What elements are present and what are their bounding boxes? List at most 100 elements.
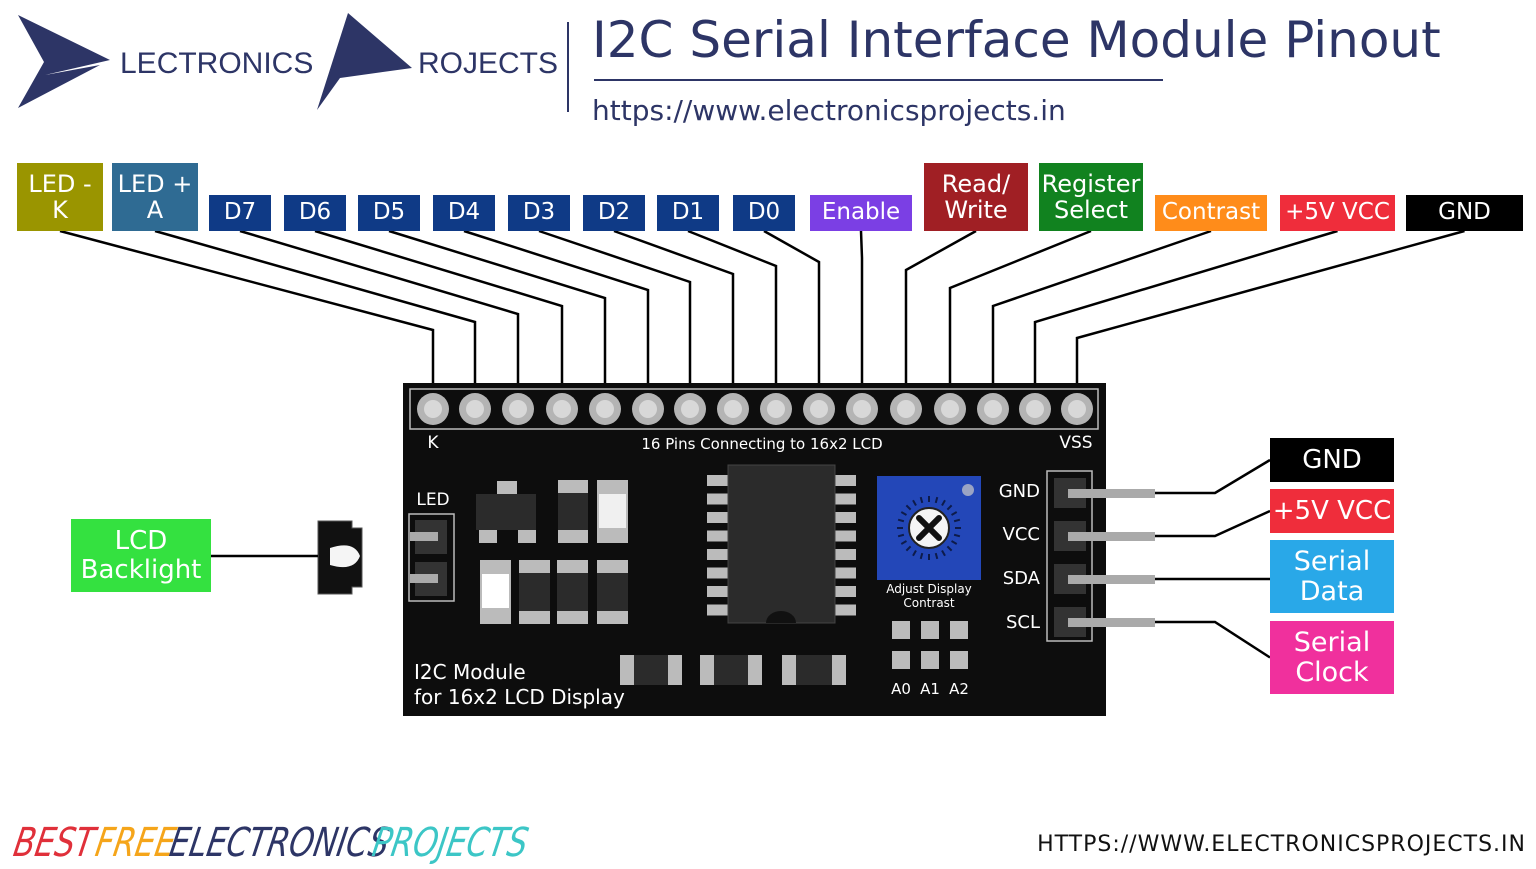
wire-15: [1075, 229, 1465, 395]
addr-label-a1: A1: [920, 680, 940, 698]
pot-tick-13: [897, 518, 905, 523]
ic-leg-left-4: [707, 549, 728, 560]
wire-2: [239, 229, 520, 395]
ic-leg-right-2: [835, 512, 856, 523]
side-label-2-line-1: Serial: [1293, 545, 1371, 577]
pin-label-6: D3: [508, 195, 570, 231]
side-label-2-line-2: Data: [1299, 575, 1365, 607]
wire-8: [687, 229, 778, 395]
wire-13: [991, 229, 1212, 395]
wire-1: [154, 229, 477, 395]
pin-label-12-line-2: Select: [1053, 196, 1129, 224]
pin-strip: [409, 388, 1099, 430]
pot-tick-1: [953, 533, 961, 538]
board-pin-hole-9: [810, 400, 828, 418]
pin-label-11-line-1: Read/: [941, 169, 1011, 198]
pin-label-2-line-1: D7: [223, 199, 257, 226]
pin-label-7-line-1: D2: [597, 199, 631, 226]
side-label-3-line-1: Serial: [1293, 626, 1371, 658]
board-pin-hole-7: [724, 400, 742, 418]
pot-tick-22: [951, 511, 958, 516]
logo-p-mark: [317, 13, 412, 110]
logo-word-electronics: LECTRONICS: [120, 47, 313, 80]
pin-label-9-line-1: D0: [747, 199, 781, 226]
wire-14: [1033, 229, 1338, 395]
pin-label-13: Contrast: [1155, 195, 1267, 231]
wire-9: [763, 229, 821, 395]
ic-leg-right-1: [835, 493, 856, 505]
wire-12: [948, 229, 1092, 395]
pot-tick-19: [934, 496, 939, 504]
pin-label-15-line-1: GND: [1438, 199, 1491, 226]
logo: LECTRONICS ROJECTS: [18, 13, 558, 110]
pot-tick-8: [912, 550, 917, 557]
footer-url: HTTPS://WWW.ELECTRONICSPROJECTS.IN: [1037, 832, 1526, 857]
header-pin-scl: SCL: [1006, 612, 1040, 633]
wire-11: [904, 229, 977, 395]
ic-leg-left-7: [707, 604, 728, 616]
pot-tick-7: [919, 552, 924, 560]
i2c-header-frame: [1046, 470, 1093, 642]
smd-components: [476, 480, 846, 685]
i2c-header: [1054, 478, 1155, 637]
logo-word-projects: ROJECTS: [418, 47, 558, 80]
page-title: I2C Serial Interface Module Pinout: [592, 11, 1441, 69]
pin-label-14-line-1: +5V VCC: [1285, 199, 1390, 226]
side-wire-0: [1155, 458, 1271, 495]
header-pin-2: [1068, 575, 1155, 584]
side-label-0-line-1: GND: [1302, 444, 1362, 475]
address-pads: [892, 621, 968, 669]
board-pin-hole-14: [1026, 400, 1044, 418]
pot-tick-2: [951, 540, 958, 545]
header-pin-1: [1068, 532, 1155, 541]
pin-label-6-line-1: D3: [522, 199, 556, 226]
ic-chip: [727, 464, 836, 624]
wire-10: [859, 230, 864, 395]
addr-label-a2: A2: [949, 680, 969, 698]
side-label-3-line-2: Clock: [1295, 656, 1369, 688]
ic-leg-right-7: [835, 604, 856, 616]
side-label-1-line-1: +5V VCC: [1272, 495, 1392, 526]
ic-leg-left-5: [707, 567, 728, 579]
wire-5: [463, 229, 650, 395]
led-jumper-pin-1: [410, 532, 438, 541]
pot-tick-17: [919, 496, 924, 504]
header-pin-0: [1068, 489, 1155, 498]
addr-label-a0: A0: [891, 680, 911, 698]
pin-label-5-line-1: D4: [447, 199, 481, 226]
side-wire-3: [1155, 620, 1271, 659]
pot-tick-4: [941, 550, 946, 557]
label-lcd-backlight-line-2: Backlight: [80, 554, 202, 585]
pin-label-11-line-2: Write: [944, 196, 1008, 224]
pin-label-11: Read/Write: [924, 163, 1028, 231]
pin-label-1: LED +A: [112, 163, 198, 231]
board-pin-hole-11: [897, 400, 915, 418]
side-label-0: GND: [1270, 438, 1394, 482]
pin-label-5: D4: [433, 195, 495, 231]
pot-tick-21: [946, 504, 953, 511]
wires: [59, 229, 1465, 659]
wire-7: [613, 229, 735, 395]
pin-label-k: K: [427, 433, 439, 453]
pot-tick-15: [905, 504, 912, 511]
pin-label-3: D6: [284, 195, 346, 231]
pot-tick-16: [912, 499, 917, 506]
pin-label-13-line-1: Contrast: [1161, 199, 1261, 226]
ic-leg-right-4: [835, 549, 856, 560]
board-pin-hole-8: [767, 400, 785, 418]
pot-ticks: [897, 496, 961, 560]
pin-label-10: Enable: [810, 195, 912, 231]
pin-label-2: D7: [209, 195, 271, 231]
brand-best: BEST: [10, 818, 101, 865]
label-lcd-backlight-line-1: LCD: [114, 525, 168, 556]
pin-label-0-line-1: LED -: [28, 169, 92, 198]
brand-projects: PROJECTS: [369, 818, 532, 865]
header-pin-sda: SDA: [1003, 568, 1041, 589]
board-pin-hole-0: [424, 400, 442, 418]
board-pin-hole-12: [941, 400, 959, 418]
ic-leg-left-3: [707, 530, 728, 542]
led-label: LED: [416, 490, 449, 510]
board-pin-hole-5: [639, 400, 657, 418]
